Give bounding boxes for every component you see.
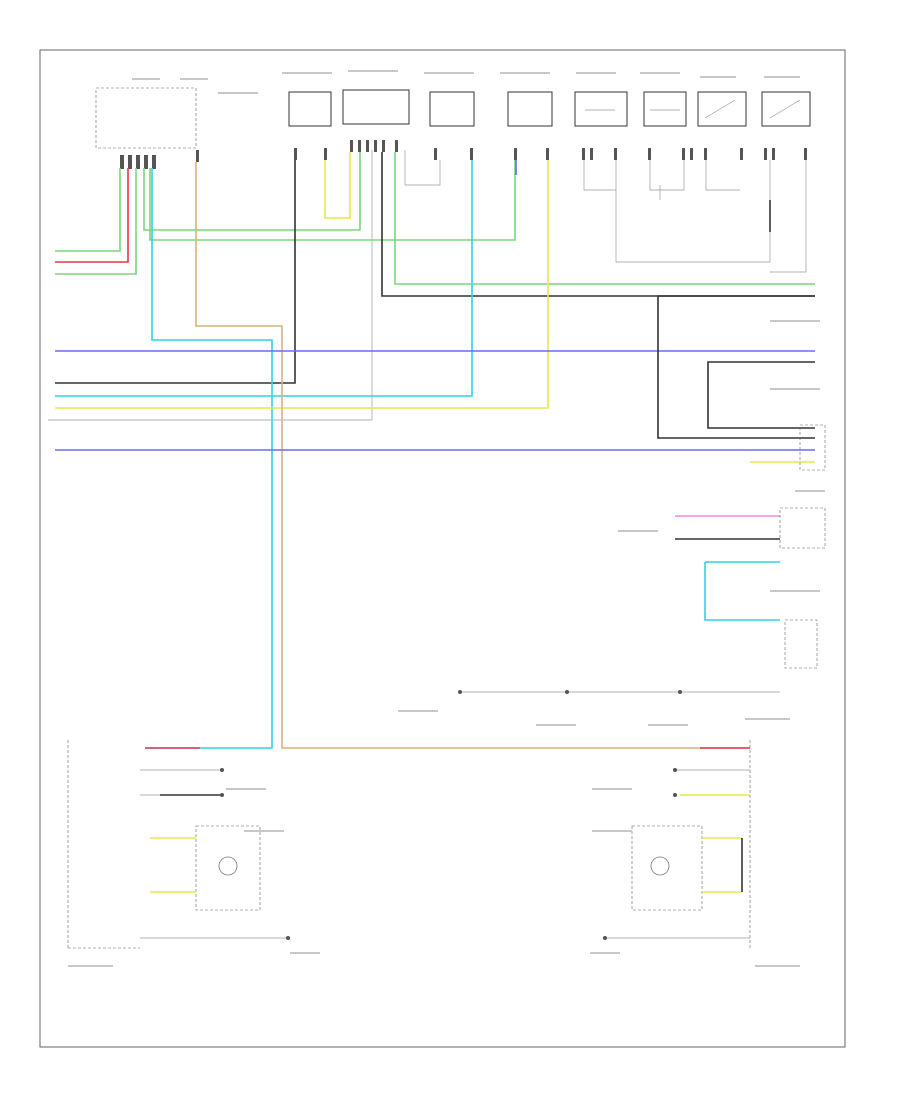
label-marks (68, 70, 825, 967)
right-connectors (779, 424, 826, 669)
wire-harness (55, 152, 815, 749)
ground-row (458, 690, 780, 694)
right-front-switch-box (507, 91, 553, 127)
left-connector-group (95, 87, 197, 149)
switch-symbols (585, 99, 801, 119)
left-steering-switch-box (429, 91, 475, 127)
diagram-frame (39, 49, 846, 1048)
right-vanity-switch-box (643, 91, 687, 127)
front-door-switch-box (697, 91, 747, 127)
left-vanity-switch-box (574, 91, 628, 127)
right-steering-switch-box (288, 91, 332, 127)
rear-door-switch-box (761, 91, 811, 127)
connector-pins (120, 140, 807, 169)
right-door-connector-box (342, 89, 410, 125)
left-mirror-module (67, 740, 290, 949)
right-mirror-module (603, 740, 751, 948)
thin-ground-wires (48, 150, 807, 421)
top-components (95, 87, 811, 169)
